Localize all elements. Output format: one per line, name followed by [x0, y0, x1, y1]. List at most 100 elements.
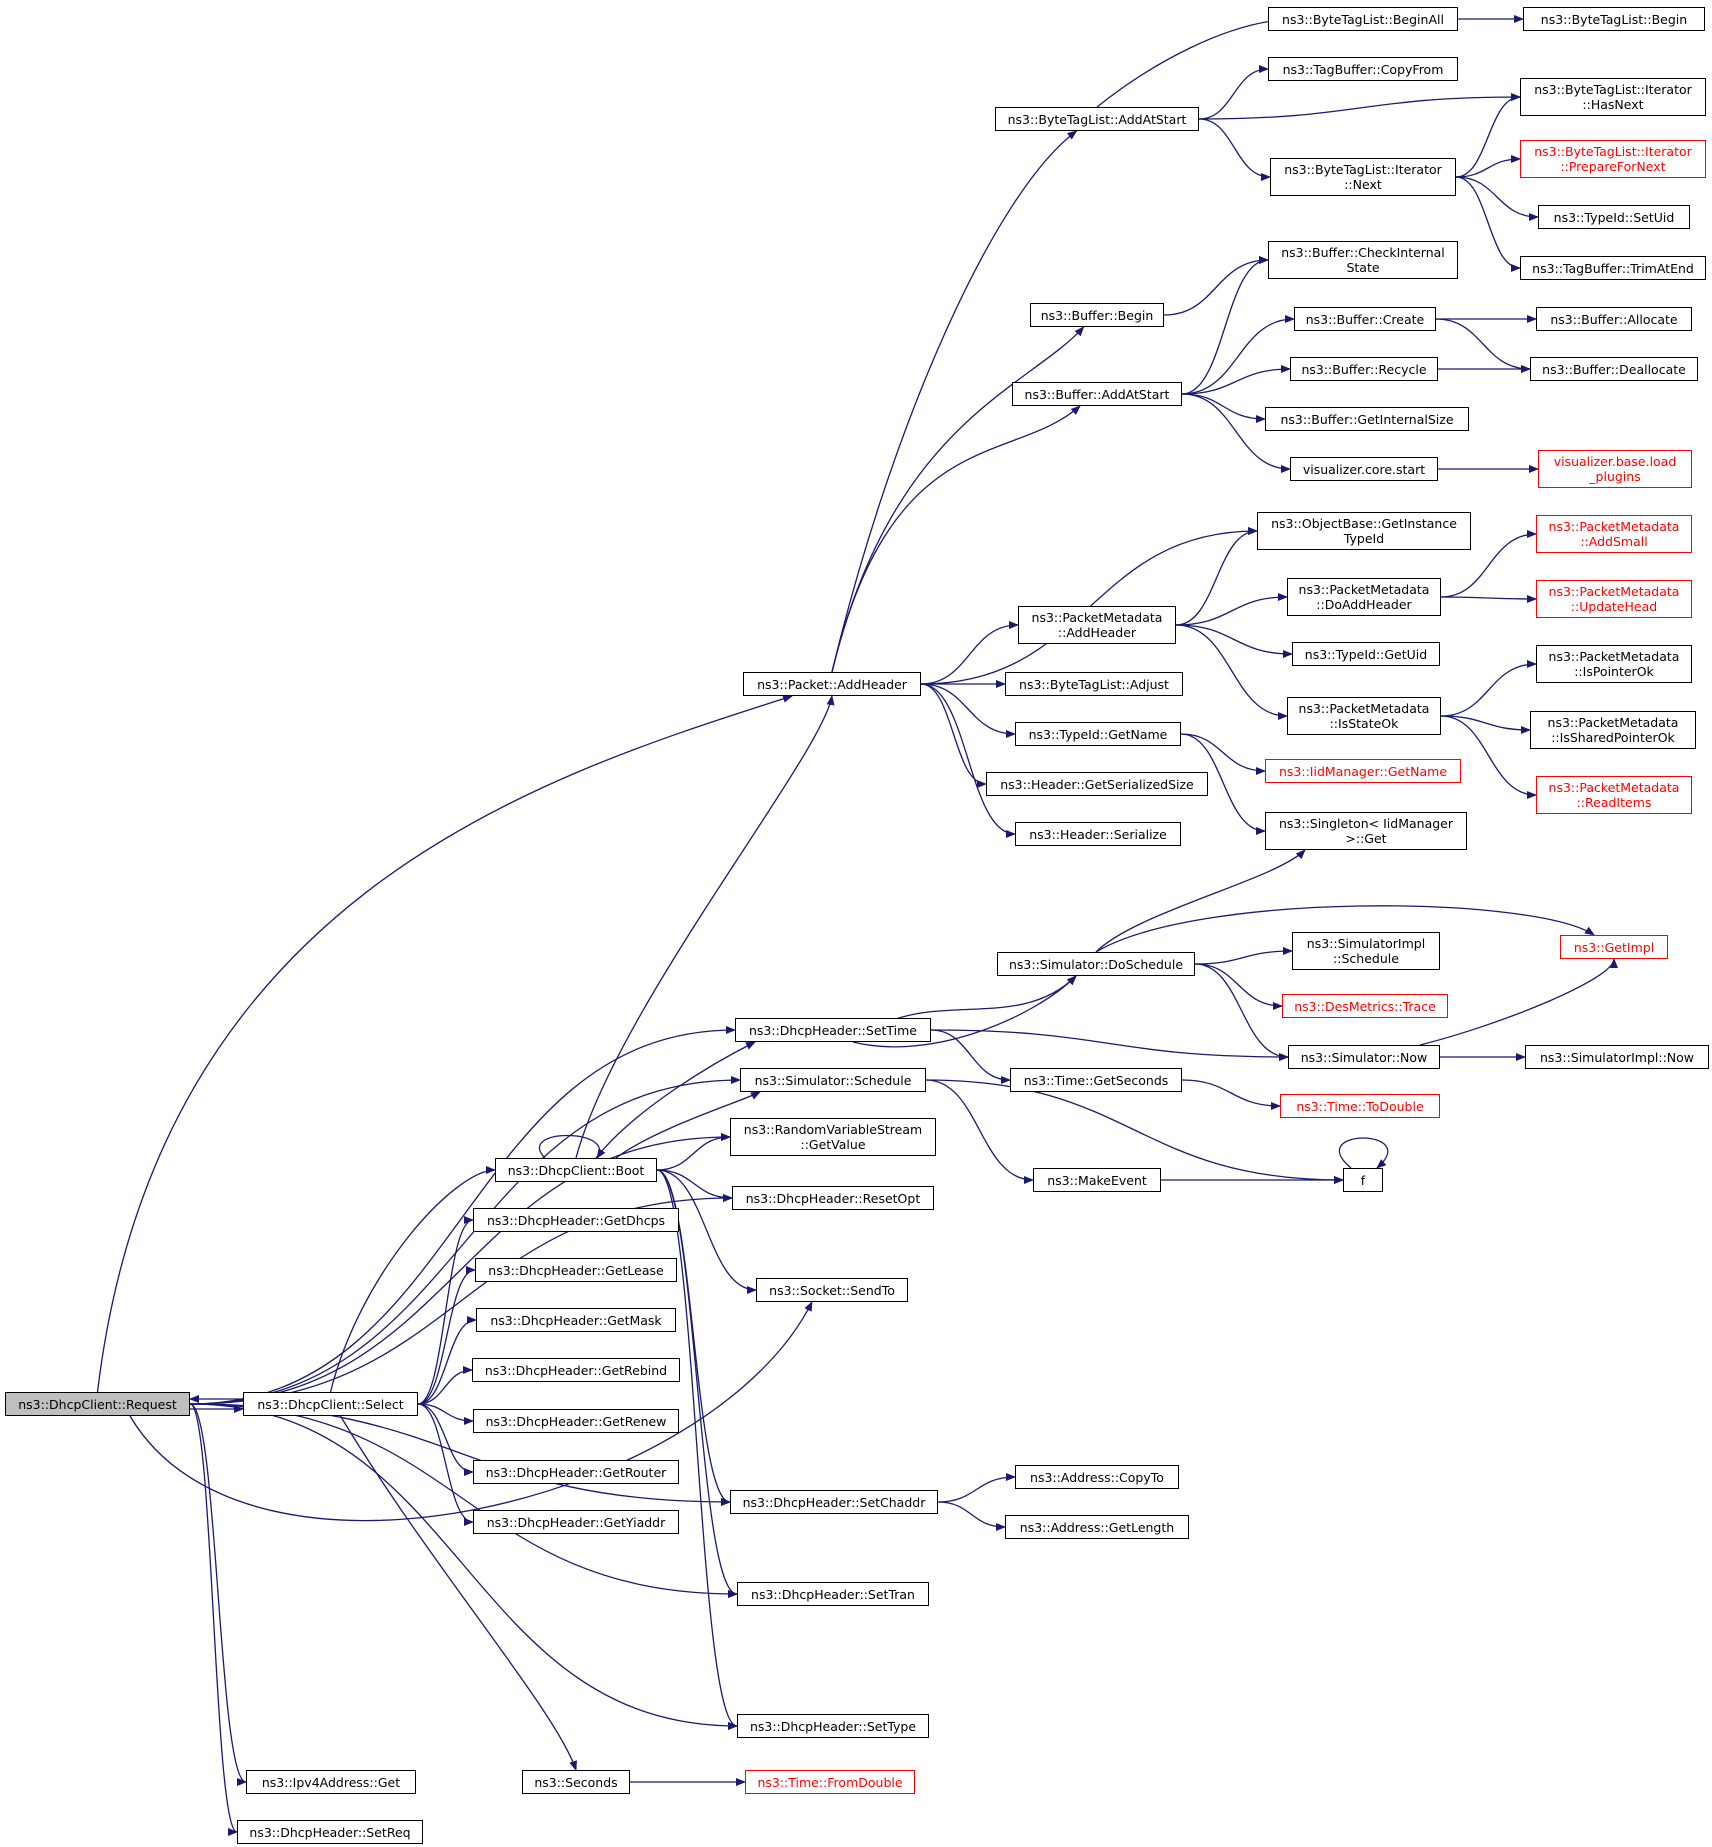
edge-boot-to-dh_set_tran	[656, 1169, 738, 1598]
edge-pm_is_state_ok-to-pm_is_pointer_ok	[1440, 660, 1537, 717]
node-time-to-double[interactable]: ns3::Time::ToDouble	[1280, 1094, 1440, 1118]
edge-btl_add_at_start-to-tb_copy_from	[1198, 65, 1269, 120]
node-btl-it-next[interactable]: ns3::ByteTagList::Iterator ::Next	[1270, 158, 1456, 196]
node-boot[interactable]: ns3::DhcpClient::Boot	[495, 1158, 657, 1182]
node-dh-get-lease[interactable]: ns3::DhcpHeader::GetLease	[475, 1258, 677, 1282]
node-dh-set-req[interactable]: ns3::DhcpHeader::SetReq	[237, 1820, 423, 1844]
edge-select-to-seconds	[339, 1415, 577, 1771]
node-buf-get-internal-size[interactable]: ns3::Buffer::GetInternalSize	[1265, 407, 1469, 431]
node-request[interactable]: ns3::DhcpClient::Request	[5, 1392, 190, 1416]
node-pm-update-head[interactable]: ns3::PacketMetadata ::UpdateHead	[1536, 580, 1692, 618]
node-time-from-double[interactable]: ns3::Time::FromDouble	[745, 1770, 915, 1794]
node-hdr-serialize[interactable]: ns3::Header::Serialize	[1015, 822, 1181, 846]
edge-pm_add_header-to-pm_is_state_ok	[1175, 624, 1288, 720]
node-f[interactable]: f	[1343, 1168, 1383, 1192]
node-ob-get-instance-typeid[interactable]: ns3::ObjectBase::GetInstance TypeId	[1257, 512, 1471, 550]
edge-buf_add_at_start-to-viz_core_start	[1181, 393, 1291, 473]
node-ipv4-get[interactable]: ns3::Ipv4Address::Get	[246, 1770, 416, 1794]
node-addr-copy-to[interactable]: ns3::Address::CopyTo	[1015, 1465, 1179, 1489]
node-dh-get-rebind[interactable]: ns3::DhcpHeader::GetRebind	[472, 1358, 680, 1382]
node-rvs-get-value[interactable]: ns3::RandomVariableStream ::GetValue	[730, 1118, 936, 1156]
edge-boot-to-sim_schedule	[615, 1091, 761, 1159]
edge-sim_schedule-to-make_event	[925, 1079, 1034, 1184]
node-viz-load-plugins[interactable]: visualizer.base.load _plugins	[1538, 450, 1692, 488]
edge-f-self	[1338, 1137, 1389, 1169]
node-select[interactable]: ns3::DhcpClient::Select	[243, 1392, 418, 1416]
node-dh-get-renew[interactable]: ns3::DhcpHeader::GetRenew	[473, 1409, 679, 1433]
node-pm-is-pointer-ok[interactable]: ns3::PacketMetadata ::IsPointerOk	[1536, 645, 1692, 683]
edge-request-to-add_header	[96, 694, 793, 1393]
edge-boot-to-socket_send_to	[656, 1169, 757, 1294]
node-simimpl-now[interactable]: ns3::SimulatorImpl::Now	[1525, 1045, 1709, 1069]
node-singleton-get[interactable]: ns3::Singleton< IidManager >::Get	[1265, 812, 1467, 850]
node-typeid-get-uid[interactable]: ns3::TypeId::GetUid	[1292, 642, 1440, 666]
node-addr-get-length[interactable]: ns3::Address::GetLength	[1005, 1515, 1189, 1539]
node-pm-read-items[interactable]: ns3::PacketMetadata ::ReadItems	[1536, 776, 1692, 814]
node-pm-add-header[interactable]: ns3::PacketMetadata ::AddHeader	[1018, 606, 1176, 644]
edge-select-to-dh_get_lease	[417, 1266, 476, 1405]
node-sim-now[interactable]: ns3::Simulator::Now	[1288, 1045, 1440, 1069]
node-dh-set-tran[interactable]: ns3::DhcpHeader::SetTran	[737, 1582, 929, 1606]
edge-pm_do_add_header-to-pm_update_head	[1440, 594, 1537, 603]
node-dh-set-chaddr[interactable]: ns3::DhcpHeader::SetChaddr	[730, 1490, 938, 1514]
node-buf-create[interactable]: ns3::Buffer::Create	[1294, 307, 1436, 331]
edge-boot-to-dh_reset_opt	[656, 1169, 733, 1202]
edge-sim_do_schedule-to-get_impl	[1095, 905, 1595, 953]
node-dh-get-mask[interactable]: ns3::DhcpHeader::GetMask	[476, 1308, 676, 1332]
node-dh-set-time[interactable]: ns3::DhcpHeader::SetTime	[735, 1018, 931, 1042]
edge-dh_set_time-to-sim_now	[930, 1029, 1289, 1061]
edge-buf_add_at_start-to-buf_create	[1181, 315, 1295, 395]
edge-select-to-dh_get_renew	[417, 1403, 474, 1425]
node-btl-it-has-next[interactable]: ns3::ByteTagList::Iterator ::HasNext	[1520, 78, 1706, 116]
node-dh-reset-opt[interactable]: ns3::DhcpHeader::ResetOpt	[732, 1186, 934, 1210]
node-btl-begin[interactable]: ns3::ByteTagList::Begin	[1523, 7, 1705, 31]
node-sim-schedule[interactable]: ns3::Simulator::Schedule	[740, 1068, 926, 1092]
node-tb-copy-from[interactable]: ns3::TagBuffer::CopyFrom	[1268, 57, 1458, 81]
node-sim-do-schedule[interactable]: ns3::Simulator::DoSchedule	[997, 952, 1195, 976]
node-btl-begin-all[interactable]: ns3::ByteTagList::BeginAll	[1268, 7, 1458, 31]
node-add-header[interactable]: ns3::Packet::AddHeader	[743, 672, 921, 696]
edge-boot-to-dh_set_time	[595, 1041, 756, 1159]
node-make-event[interactable]: ns3::MakeEvent	[1033, 1168, 1161, 1192]
node-socket-send-to[interactable]: ns3::Socket::SendTo	[756, 1278, 908, 1302]
edge-sim_do_schedule-to-des_trace	[1194, 963, 1283, 1010]
node-pm-is-shared-ptr-ok[interactable]: ns3::PacketMetadata ::IsSharedPointerOk	[1530, 711, 1696, 749]
node-simimpl-schedule[interactable]: ns3::SimulatorImpl ::Schedule	[1292, 932, 1440, 970]
edge-pm_add_header-to-pm_do_add_header	[1175, 593, 1288, 626]
node-get-impl[interactable]: ns3::GetImpl	[1560, 935, 1668, 959]
edge-sim_schedule-to-sim_do_schedule	[892, 975, 1077, 1021]
node-dh-get-dhcps[interactable]: ns3::DhcpHeader::GetDhcps	[473, 1208, 679, 1232]
node-dh-get-yiaddr[interactable]: ns3::DhcpHeader::GetYiaddr	[473, 1510, 679, 1534]
node-viz-core-start[interactable]: visualizer.core.start	[1290, 457, 1438, 481]
node-des-trace[interactable]: ns3::DesMetrics::Trace	[1282, 994, 1448, 1018]
node-pm-is-state-ok[interactable]: ns3::PacketMetadata ::IsStateOk	[1287, 697, 1441, 735]
node-buf-begin[interactable]: ns3::Buffer::Begin	[1030, 303, 1164, 327]
node-iid-get-name[interactable]: ns3::IidManager::GetName	[1265, 759, 1461, 783]
edge-btl_add_at_start-to-btl_it_has_next	[1198, 93, 1521, 120]
edge-request-to-dh_set_time	[189, 1026, 736, 1405]
node-tb-trim-at-end[interactable]: ns3::TagBuffer::TrimAtEnd	[1520, 256, 1706, 280]
edge-request-to-rvs_get_value	[189, 1133, 731, 1405]
node-btl-add-at-start[interactable]: ns3::ByteTagList::AddAtStart	[995, 107, 1199, 131]
node-time-get-seconds[interactable]: ns3::Time::GetSeconds	[1010, 1068, 1182, 1092]
node-seconds[interactable]: ns3::Seconds	[522, 1770, 630, 1794]
node-dh-get-router[interactable]: ns3::DhcpHeader::GetRouter	[473, 1460, 679, 1484]
node-pm-do-add-header[interactable]: ns3::PacketMetadata ::DoAddHeader	[1287, 578, 1441, 616]
node-pm-add-small[interactable]: ns3::PacketMetadata ::AddSmall	[1536, 515, 1692, 553]
edge-sim_schedule-to-f	[925, 1079, 1344, 1184]
node-typeid-set-uid[interactable]: ns3::TypeId::SetUid	[1538, 205, 1690, 229]
node-btl-adjust[interactable]: ns3::ByteTagList::Adjust	[1005, 672, 1183, 696]
node-buf-deallocate[interactable]: ns3::Buffer::Deallocate	[1530, 357, 1698, 381]
node-hdr-get-ser-size[interactable]: ns3::Header::GetSerializedSize	[986, 772, 1208, 796]
edge-request-to-dh_set_req	[189, 1403, 238, 1836]
node-buf-recycle[interactable]: ns3::Buffer::Recycle	[1290, 357, 1438, 381]
edge-dh_set_time-to-time_get_seconds	[930, 1029, 1011, 1084]
node-buf-add-at-start[interactable]: ns3::Buffer::AddAtStart	[1012, 382, 1182, 406]
edge-buf_add_at_start-to-buf_recycle	[1181, 365, 1291, 395]
node-btl-it-prepare[interactable]: ns3::ByteTagList::Iterator ::PrepareForN…	[1520, 140, 1706, 178]
node-buf-check[interactable]: ns3::Buffer::CheckInternal State	[1268, 241, 1458, 279]
node-buf-allocate[interactable]: ns3::Buffer::Allocate	[1536, 307, 1692, 331]
node-dh-set-type[interactable]: ns3::DhcpHeader::SetType	[737, 1714, 929, 1738]
node-typeid-get-name[interactable]: ns3::TypeId::GetName	[1015, 722, 1181, 746]
